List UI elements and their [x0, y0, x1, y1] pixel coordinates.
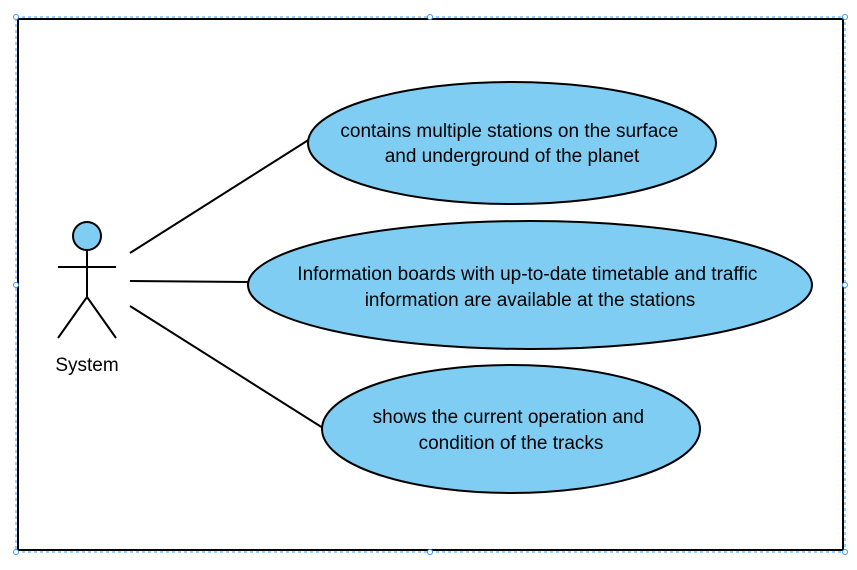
use-case-3-line-1: shows the current operation and	[373, 407, 644, 428]
actor-head	[72, 221, 102, 251]
use-case-1-label: contains multiple stations on the surfac…	[340, 121, 683, 167]
resize-handle-top-left[interactable]	[13, 14, 19, 20]
association-line-3[interactable]	[129, 305, 324, 429]
use-case-2-line-2: information are available at the station…	[365, 290, 696, 311]
use-case-1-ellipse	[307, 81, 717, 205]
association-line-1[interactable]	[129, 138, 311, 254]
resize-handle-middle-right[interactable]	[842, 282, 848, 288]
actor-right-leg	[86, 296, 117, 339]
use-case-3-ellipse	[321, 364, 701, 494]
use-case-2-line-1: Information boards with up-to-date timet…	[297, 264, 757, 285]
resize-handle-bottom-left[interactable]	[13, 549, 19, 555]
association-line-2[interactable]	[129, 280, 249, 283]
use-case-1-line-1: contains multiple stations on the surfac…	[340, 121, 678, 142]
use-case-3[interactable]: shows the current operation and conditio…	[321, 364, 701, 494]
resize-handle-bottom-center[interactable]	[427, 549, 433, 555]
use-case-3-line-2: condition of the tracks	[419, 433, 604, 454]
actor-system[interactable]: System	[55, 221, 119, 376]
use-case-2-label: Information boards with up-to-date timet…	[297, 264, 762, 311]
actor-left-leg	[57, 296, 88, 339]
resize-handle-top-right[interactable]	[842, 14, 848, 20]
resize-handle-top-center[interactable]	[427, 14, 433, 20]
selection-handles	[13, 14, 848, 555]
use-case-2[interactable]: Information boards with up-to-date timet…	[247, 220, 813, 350]
resize-handle-bottom-right[interactable]	[842, 549, 848, 555]
actor-label: System	[55, 355, 118, 376]
use-case-1[interactable]: contains multiple stations on the surfac…	[307, 81, 717, 205]
use-case-1-line-2: and underground of the planet	[385, 146, 640, 167]
resize-handle-middle-left[interactable]	[13, 282, 19, 288]
use-case-2-ellipse	[247, 220, 813, 350]
use-case-3-label: shows the current operation and conditio…	[373, 407, 650, 454]
